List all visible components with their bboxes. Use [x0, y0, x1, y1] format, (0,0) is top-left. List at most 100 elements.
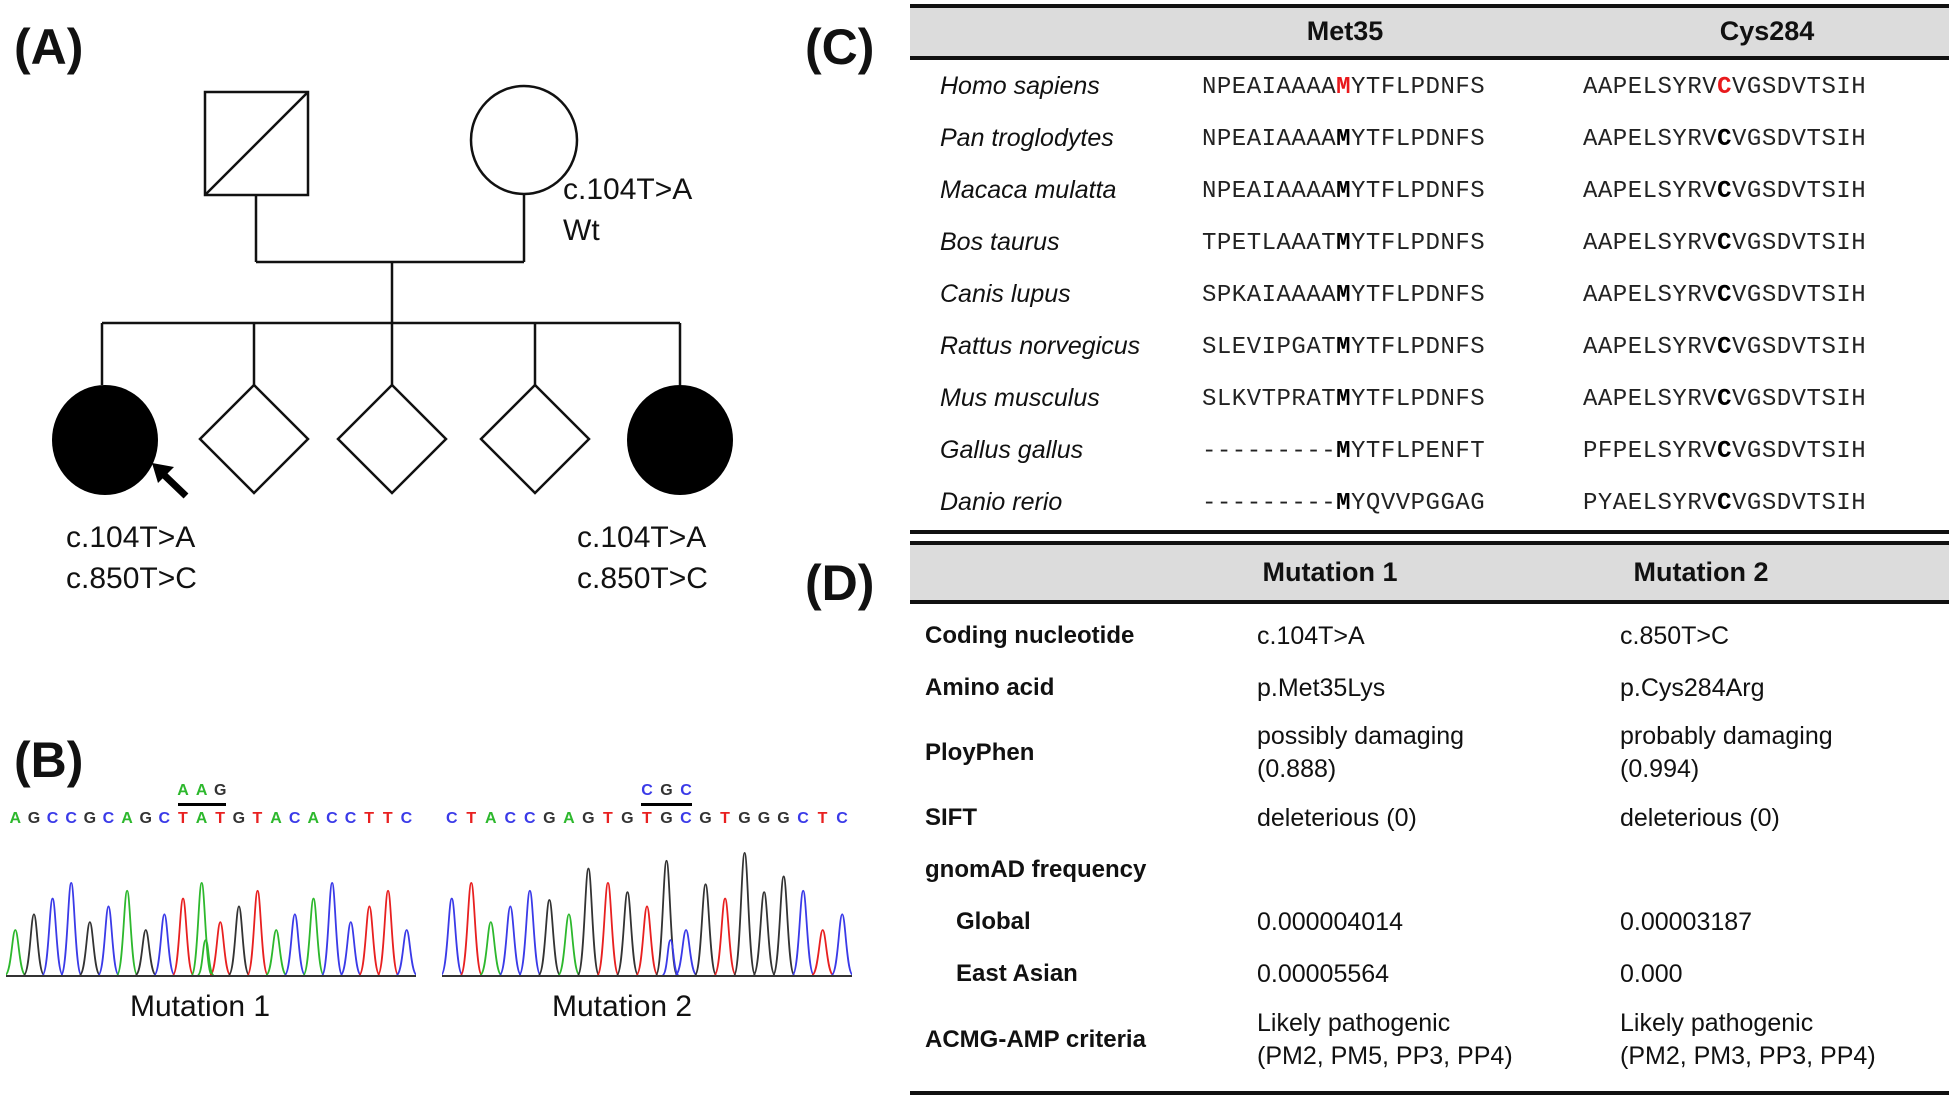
seq-prefix: NPEAIAAAA — [1202, 126, 1337, 153]
species-name: Gallus gallus — [940, 436, 1084, 464]
codon-underline — [641, 803, 692, 806]
base-call: G — [27, 810, 41, 827]
trace-peak — [283, 913, 306, 976]
mother-genotype: c.104T>A Wt — [563, 170, 692, 251]
seq-prefix: TPETLAAAT — [1202, 230, 1337, 257]
trace-peak — [498, 905, 522, 976]
conserved-residue-cys: C — [1717, 386, 1733, 413]
base-call: C — [46, 810, 59, 827]
codon-base: A — [177, 782, 189, 799]
proband-affected-female — [52, 385, 158, 495]
value-line: possibly damaging — [1257, 722, 1465, 750]
conserved-residue-met: M — [1336, 438, 1352, 465]
conserved-residue-met: M — [1336, 178, 1352, 205]
sequence-trace — [6, 881, 416, 977]
mutation-2-value: c.850T>C — [1620, 620, 1729, 653]
codon-underline — [177, 803, 226, 806]
sequence-met35: NPEAIAAAAMYTFLPDNFS — [1202, 178, 1485, 205]
sibling-diamond-3 — [479, 383, 591, 495]
conserved-residue-cys: C — [1717, 334, 1733, 361]
base-call: G — [582, 810, 595, 827]
base-call: A — [195, 810, 208, 827]
trace-peak — [674, 929, 698, 976]
conservation-header: Met35 Cys284 — [910, 8, 1949, 60]
trace-peak — [6, 929, 27, 976]
sequence-met35: SPKAIAAAAMYTFLPDNFS — [1202, 282, 1485, 309]
base-call: G — [738, 810, 751, 827]
trace-peak — [596, 881, 620, 976]
trace-peak — [537, 899, 561, 976]
base-call: A — [563, 810, 575, 827]
seq-suffix: YTFLPDNFS — [1351, 178, 1486, 205]
mother-symbol — [469, 84, 579, 196]
base-call: G — [83, 810, 97, 827]
codon-base: G — [214, 782, 227, 799]
base-call: C — [344, 810, 357, 827]
codon-base: G — [660, 782, 673, 799]
trace-peak — [557, 913, 581, 976]
base-call: T — [364, 810, 375, 827]
species-name: Canis lupus — [940, 280, 1071, 308]
base-call: T — [642, 810, 652, 827]
trace-peak — [302, 897, 325, 976]
trace-peak — [209, 921, 232, 976]
conserved-residue-met: M — [1336, 126, 1352, 153]
mother-genotype-1: c.104T>A — [563, 173, 693, 206]
conserved-residue-cys: C — [1717, 282, 1733, 309]
trace-peak — [97, 905, 120, 976]
row-label: Global — [956, 908, 1031, 935]
heterozygous-peak — [196, 939, 215, 976]
conserved-residue-met: M — [1336, 490, 1352, 517]
value-line: (0.994) — [1620, 754, 1700, 783]
panel-label-d: (D) — [805, 555, 875, 611]
trace-peak — [358, 905, 381, 976]
row-label: Coding nucleotide — [925, 622, 1135, 649]
base-call: C — [504, 810, 517, 827]
proband-genotype-2: c.850T>C — [66, 561, 197, 595]
trace-peak — [713, 897, 737, 976]
trace-peak — [265, 929, 288, 976]
trace-peak — [395, 929, 416, 976]
value-line: 0.000 — [1620, 960, 1683, 988]
codon-base: C — [641, 782, 653, 799]
base-call: T — [602, 810, 613, 827]
species-name: Pan troglodytes — [940, 124, 1114, 152]
species-name: Mus musculus — [940, 384, 1100, 412]
mutation-1-value: c.104T>A — [1257, 620, 1365, 653]
mutation-1-value: possibly damaging (0.888) — [1257, 720, 1464, 785]
seq-suffix: VGSDVTSIH — [1732, 334, 1867, 361]
trace-peak — [41, 897, 64, 976]
trace-peak — [752, 891, 776, 976]
header-cys284: Cys284 — [1719, 16, 1815, 46]
trace-peak — [479, 921, 503, 976]
base-call: C — [288, 810, 301, 827]
base-call: A — [121, 810, 133, 827]
header-mutation-1: Mutation 1 — [1262, 557, 1398, 587]
mutation-2-value: probably damaging(0.994) — [1620, 720, 1833, 785]
value-line: p.Met35Lys — [1257, 674, 1386, 702]
summary-header: Mutation 1 Mutation 2 — [910, 541, 1949, 604]
trace-peak — [615, 891, 640, 976]
value-line: c.104T>A — [1257, 622, 1365, 650]
base-call: A — [9, 810, 22, 827]
row-label: ACMG-AMP criteria — [925, 1026, 1146, 1053]
seq-prefix: SPKAIAAAA — [1202, 282, 1337, 309]
trace-peak — [321, 881, 344, 976]
base-call: C — [65, 810, 77, 827]
sequence-cys284: AAPELSYRVCVGSDVTSIH — [1583, 334, 1866, 361]
base-call: G — [757, 810, 771, 827]
trace-peak — [811, 929, 835, 976]
value-line: (0.888) — [1257, 754, 1337, 783]
conserved-residue-cys: C — [1717, 490, 1733, 517]
value-line: Likely pathogenic — [1257, 1009, 1451, 1037]
seq-suffix: VGSDVTSIH — [1732, 386, 1867, 413]
sequence-met35: NPEAIAAAAMYTFLPDNFS — [1202, 126, 1485, 153]
